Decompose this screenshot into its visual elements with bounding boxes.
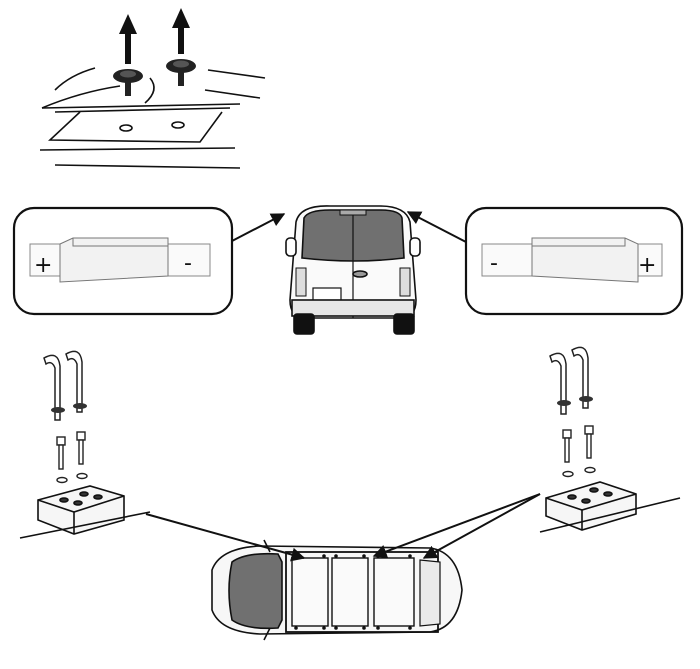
arrow-icon (372, 493, 541, 559)
screw-icon (113, 69, 143, 96)
arrow-icon (231, 213, 286, 242)
callout-right: - + (464, 206, 684, 316)
washer-icon (51, 403, 87, 413)
plus-sign: + (638, 253, 656, 278)
washer-icon (56, 472, 88, 484)
bolt-icon (562, 425, 594, 463)
arrow-icon (406, 211, 467, 243)
washer-icon (562, 466, 596, 478)
arrow-up-icon (172, 8, 190, 54)
van-top-view (211, 539, 463, 641)
arrow-icon (145, 513, 306, 562)
allen-key-icon (43, 350, 83, 421)
minus-sign: - (184, 251, 192, 276)
roof-cover-detail (39, 67, 266, 169)
washer-icon (557, 396, 593, 406)
arrow-up-icon (119, 14, 137, 64)
arrow-icon (422, 493, 541, 559)
van-rear-view (285, 205, 421, 335)
allen-key-icon (549, 346, 589, 415)
plus-sign: + (34, 253, 52, 278)
minus-sign: - (490, 251, 498, 276)
callout-left: + - (12, 206, 234, 316)
screw-icon (166, 59, 196, 86)
foot-block-icon (19, 485, 151, 539)
foot-block-icon (539, 481, 681, 533)
bolt-icon (56, 431, 86, 470)
